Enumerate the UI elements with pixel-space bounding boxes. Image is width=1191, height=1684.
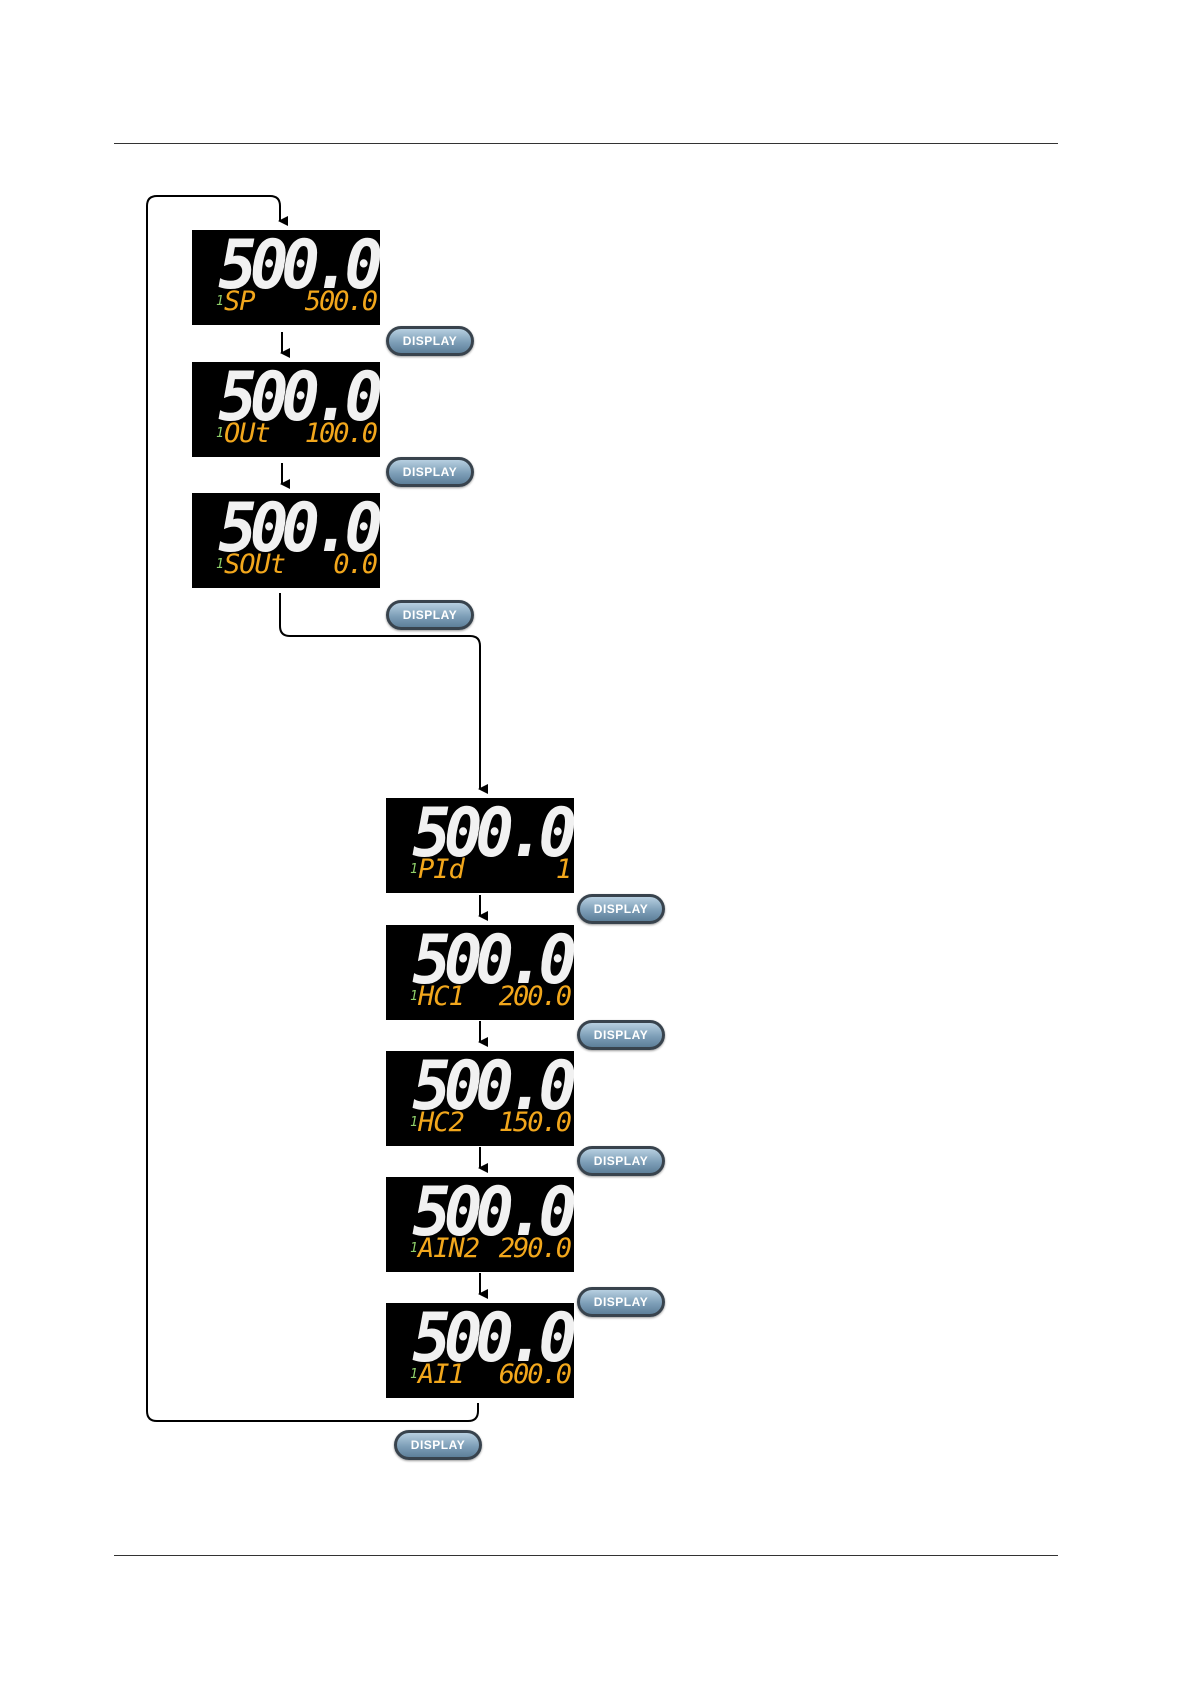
loop-indicator: 1 <box>216 557 224 573</box>
display-screen-pid: 500.0 1 PId 1 <box>386 798 574 893</box>
loop-indicator: 1 <box>410 1241 418 1257</box>
display-screen-ai1: 500.0 1 AI1 600.0 <box>386 1303 574 1398</box>
parameter-value: 0.0 <box>333 549 376 581</box>
parameter-value: 600.0 <box>499 1359 570 1391</box>
display-button[interactable]: DISPLAY <box>577 894 665 924</box>
parameter-value: 100.0 <box>305 418 376 450</box>
display-button[interactable]: DISPLAY <box>394 1430 482 1460</box>
parameter-symbol: OUt <box>224 418 270 450</box>
parameter-symbol: AI1 <box>418 1359 464 1391</box>
display-button[interactable]: DISPLAY <box>386 600 474 630</box>
loop-indicator: 1 <box>216 426 224 442</box>
parameter-symbol: SP <box>224 286 255 318</box>
display-screen-out: 500.0 1 OUt 100.0 <box>192 362 380 457</box>
parameter-value: 1 <box>556 854 570 886</box>
loop-indicator: 1 <box>410 1115 418 1131</box>
parameter-value: 500.0 <box>305 286 376 318</box>
parameter-symbol: HC2 <box>418 1107 464 1139</box>
display-screen-sp: 500.0 1 SP 500.0 <box>192 230 380 325</box>
display-button[interactable]: DISPLAY <box>577 1287 665 1317</box>
loop-indicator: 1 <box>216 294 224 310</box>
loop-indicator: 1 <box>410 989 418 1005</box>
loop-indicator: 1 <box>410 1367 418 1383</box>
parameter-symbol: SOUt <box>224 549 285 581</box>
display-screen-sout: 500.0 1 SOUt 0.0 <box>192 493 380 588</box>
parameter-symbol: HC1 <box>418 981 464 1013</box>
parameter-value: 290.0 <box>499 1233 570 1265</box>
display-screen-ain2: 500.0 1 AIN2 290.0 <box>386 1177 574 1272</box>
display-button[interactable]: DISPLAY <box>577 1020 665 1050</box>
display-screen-hc1: 500.0 1 HC1 200.0 <box>386 925 574 1020</box>
loop-indicator: 1 <box>410 862 418 878</box>
parameter-value: 150.0 <box>499 1107 570 1139</box>
parameter-value: 200.0 <box>499 981 570 1013</box>
display-button[interactable]: DISPLAY <box>577 1146 665 1176</box>
parameter-symbol: PId <box>418 854 464 886</box>
display-screen-hc2: 500.0 1 HC2 150.0 <box>386 1051 574 1146</box>
display-button[interactable]: DISPLAY <box>386 457 474 487</box>
parameter-symbol: AIN2 <box>418 1233 479 1265</box>
display-button[interactable]: DISPLAY <box>386 326 474 356</box>
